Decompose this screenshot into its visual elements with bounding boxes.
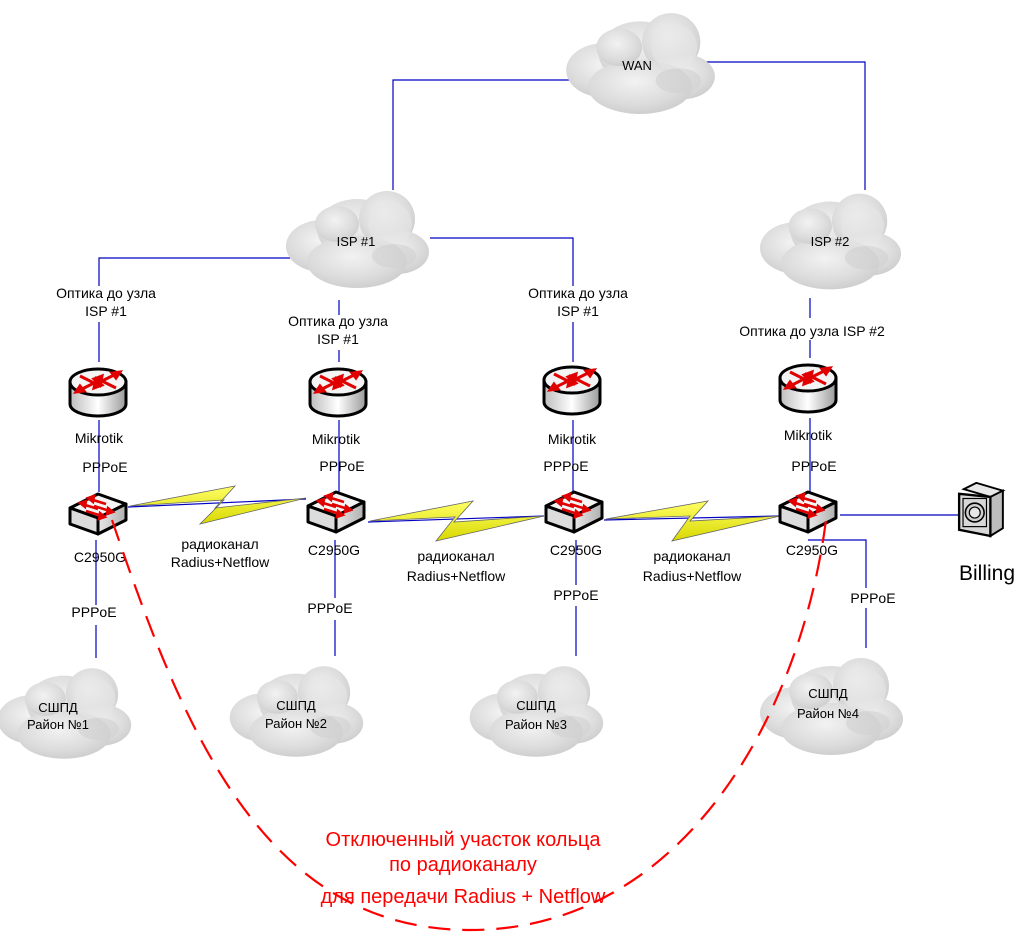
radio-bolt-1	[129, 485, 307, 525]
switch-label-1: C2950G	[74, 549, 126, 565]
disabled-ring-segment	[110, 519, 828, 932]
link-isp1-site3	[430, 237, 574, 286]
switch-label-4: C2950G	[786, 542, 838, 558]
billing-label: Billing	[959, 562, 1015, 585]
router-icon	[778, 363, 838, 414]
pppoe-label-2a: PPPoE	[319, 458, 364, 474]
router-icon	[308, 367, 368, 418]
note-line-2: по радиоканалу	[389, 854, 537, 876]
switch-icon	[544, 490, 604, 534]
router-icon	[542, 365, 602, 416]
cloud-wan-label: WAN	[622, 58, 652, 73]
disabled-segment-note: Отключенный участок кольца по радиоканал…	[321, 829, 606, 908]
radio-label-2-line2: Radius+Netflow	[407, 568, 506, 584]
radio-bolt-2	[369, 500, 545, 542]
radio-label-1-line2: Radius+Netflow	[171, 554, 270, 570]
note-line-3: для передачи Radius + Netflow	[321, 886, 606, 908]
pppoe-label-4a: PPPoE	[791, 458, 836, 474]
router-label-3: Mikrotik	[548, 431, 597, 447]
pppoe-label-4b: PPPoE	[850, 590, 895, 606]
cloud-isp1: ISP #1	[286, 191, 429, 288]
radio-label-1-line1: радиоканал	[181, 536, 258, 552]
switch-label-2: C2950G	[308, 542, 360, 558]
radio-links	[129, 485, 781, 542]
pppoe-label-3b: PPPoE	[553, 587, 598, 603]
router-label-2: Mikrotik	[312, 431, 361, 447]
access-cloud-1-line2: Район №1	[27, 717, 89, 732]
radio-label-3-line2: Radius+Netflow	[643, 568, 742, 584]
site-4: Оптика до узла ISP #2 Mikrotik PPPoE C29…	[739, 323, 903, 755]
uplink-label-1b: ISP #1	[85, 303, 127, 319]
link-isp1-site1	[98, 257, 290, 286]
cloud-isp2-label: ISP #2	[811, 234, 850, 249]
uplink-label-3: Оптика до узла	[528, 285, 628, 301]
cloud-isp1-label: ISP #1	[337, 234, 376, 249]
radio-label-2-line1: радиоканал	[417, 548, 494, 564]
cloud-wan: WAN	[566, 13, 715, 114]
access-cloud-4-line1: СШПД	[808, 686, 848, 701]
uplink-label-2b: ISP #1	[317, 331, 359, 347]
access-cloud-2-line2: Район №2	[265, 716, 327, 731]
pppoe-label-2b: PPPoE	[307, 600, 352, 616]
note-line-1: Отключенный участок кольца	[326, 829, 602, 851]
switch-icon	[778, 490, 838, 534]
router-icon	[68, 367, 128, 418]
access-cloud-3-line1: СШПД	[516, 698, 556, 713]
pppoe-label-3a: PPPoE	[543, 458, 588, 474]
uplink-label-3b: ISP #1	[557, 303, 599, 319]
pppoe-label-1b: PPPoE	[71, 604, 116, 620]
switch-label-3: C2950G	[550, 542, 602, 558]
site-3: Оптика до узла ISP #1 Mikrotik PPPoE C29…	[469, 285, 628, 757]
switch-icon	[68, 492, 128, 536]
radio-label-3-line1: радиоканал	[653, 548, 730, 564]
pppoe-label-1a: PPPoE	[82, 459, 127, 475]
router-label-4: Mikrotik	[784, 427, 833, 443]
radio-labels: радиоканал Radius+Netflow радиоканал Rad…	[171, 536, 742, 584]
uplink-label-2: Оптика до узла	[288, 313, 388, 329]
link-wan-isp2	[705, 61, 866, 190]
access-cloud-1-line1: СШПД	[38, 700, 78, 715]
site-2: Оптика до узла ISP #1 Mikrotik PPPoE C29…	[229, 313, 388, 757]
access-cloud-3-line2: Район №3	[505, 717, 567, 732]
site-1: Оптика до узла ISP #1 Mikrotik PPPoE C29…	[0, 285, 156, 759]
access-cloud-4-line2: Район №4	[797, 706, 859, 721]
switch-icon	[306, 490, 366, 534]
uplink-label-1: Оптика до узла	[56, 285, 156, 301]
uplink-label-4: Оптика до узла ISP #2	[739, 323, 885, 339]
billing-server: Billing	[957, 481, 1015, 585]
access-cloud-2-line1: СШПД	[276, 698, 316, 713]
radio-bolt-3	[605, 500, 781, 542]
cloud-isp2: ISP #2	[759, 193, 902, 290]
link-wan-isp1	[392, 79, 588, 190]
router-label-1: Mikrotik	[75, 430, 124, 446]
server-icon	[957, 481, 1005, 538]
